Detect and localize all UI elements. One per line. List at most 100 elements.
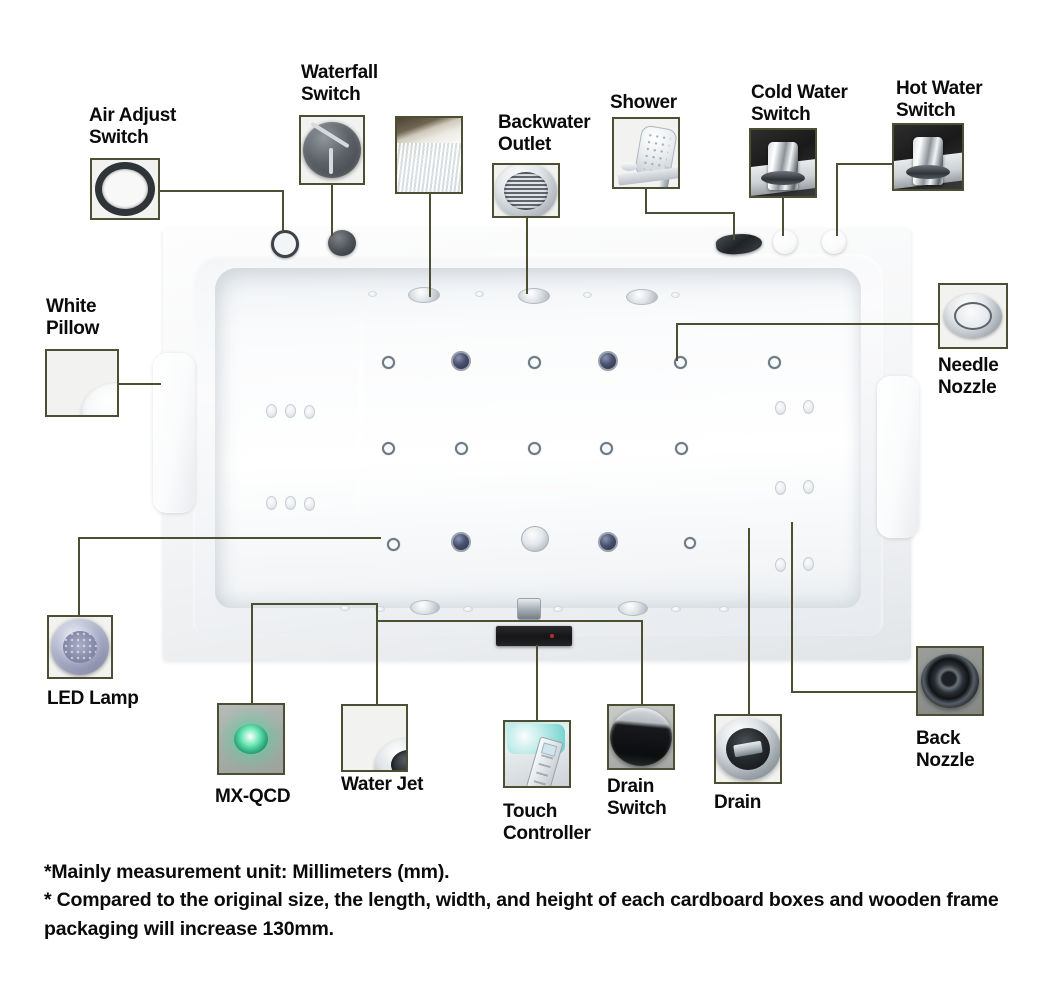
leader-air-adjust — [282, 190, 284, 232]
leader-waterfall-switch — [331, 184, 333, 236]
callout-label-white-pillow: White Pillow — [46, 296, 100, 340]
leader-shower — [733, 212, 735, 240]
leader-hot-water-switch — [836, 163, 838, 236]
callout-label-shower: Shower — [610, 92, 677, 113]
water-jet-nozzle — [598, 532, 618, 552]
leader-needle-nozzle — [676, 323, 938, 325]
callout-label-hot-water-switch: Hot Water Switch — [896, 78, 983, 122]
leader-drain-switch — [641, 620, 643, 704]
mx-qcd-light-icon — [219, 705, 283, 773]
water-jet-nozzle — [451, 532, 471, 552]
callout-thumb-backwater-outlet[interactable] — [492, 163, 560, 218]
air-jet — [803, 557, 814, 571]
leader-water-jet — [376, 603, 378, 704]
callout-label-backwater-outlet: Backwater Outlet — [498, 112, 591, 156]
micro-jet — [583, 292, 592, 298]
callout-thumb-drain[interactable] — [714, 714, 782, 784]
leader-drain-switch — [377, 620, 641, 622]
air-jet — [266, 404, 277, 418]
callout-thumb-waterfall-switch[interactable] — [299, 115, 365, 185]
leader-cold-water-switch — [782, 198, 784, 236]
water-jet-icon — [343, 706, 406, 770]
callout-thumb-shower[interactable] — [612, 117, 680, 189]
air-jet — [775, 401, 786, 415]
top-fitting-2 — [518, 288, 550, 304]
handheld-shower-icon — [614, 119, 678, 187]
needle-nozzle-jet — [382, 442, 395, 455]
drain-switch-icon — [609, 706, 673, 768]
callout-label-air-adjust-switch: Air Adjust Switch — [89, 105, 177, 149]
leader-drain — [748, 528, 750, 714]
air-jet — [803, 400, 814, 414]
note-line-2: * Compared to the original size, the len… — [44, 889, 1004, 940]
air-jet — [304, 497, 315, 511]
leader-shower — [645, 212, 735, 214]
drain-switch-on-tub[interactable] — [517, 598, 541, 620]
needle-nozzle-jet — [387, 538, 400, 551]
drain-icon — [716, 716, 780, 782]
needle-nozzle-jet — [382, 356, 395, 369]
air-jet — [803, 480, 814, 494]
leader-back-nozzle — [791, 691, 917, 693]
hot-water-switch-on-tub[interactable] — [822, 230, 846, 254]
water-jet-nozzle — [451, 351, 471, 371]
bottom-fitting-1 — [410, 600, 440, 615]
needle-nozzle-jet — [528, 356, 541, 369]
leader-air-adjust — [160, 190, 284, 192]
callout-thumb-air-adjust-switch[interactable] — [90, 158, 160, 220]
air-jet — [266, 496, 277, 510]
callout-label-cold-water-switch: Cold Water Switch — [751, 82, 848, 126]
leader-led-lamp — [78, 537, 381, 539]
callout-label-back-nozzle: Back Nozzle — [916, 728, 975, 772]
note-line-1: *Mainly measurement unit: Millimeters (m… — [44, 861, 450, 883]
touch-controller-on-tub[interactable] — [496, 626, 572, 646]
micro-jet — [671, 606, 681, 612]
faucet-knob-icon — [751, 130, 815, 196]
water-jet-nozzle — [598, 351, 618, 371]
air-jet — [304, 405, 315, 419]
callout-thumb-water-jet[interactable] — [341, 704, 408, 772]
callout-label-touch-controller: Touch Controller — [503, 801, 591, 845]
micro-jet — [375, 606, 385, 612]
callout-label-drain: Drain — [714, 792, 762, 813]
needle-nozzle-jet — [675, 442, 688, 455]
leader-hot-water-switch — [836, 163, 892, 165]
micro-jet — [553, 606, 563, 612]
callout-thumb-needle-nozzle[interactable] — [938, 283, 1008, 349]
white-pillow-right — [877, 376, 919, 538]
needle-nozzle-jet — [528, 442, 541, 455]
back-nozzle-icon — [918, 648, 982, 714]
leader-white-pillow — [119, 383, 161, 385]
callout-thumb-white-pillow[interactable] — [45, 349, 119, 417]
backwater-grate-icon — [494, 165, 558, 216]
leader-back-nozzle — [791, 522, 793, 691]
leader-waterfall-stream — [429, 193, 431, 297]
callout-thumb-hot-water-switch[interactable] — [892, 123, 964, 191]
air-jet — [285, 496, 296, 510]
callout-label-mx-qcd: MX-QCD — [215, 786, 291, 807]
waterfall-stream-icon — [397, 118, 461, 192]
needle-nozzle-jet — [600, 442, 613, 455]
needle-nozzle-jet — [684, 537, 696, 549]
callout-thumb-waterfall-stream[interactable] — [395, 116, 463, 194]
callout-thumb-mx-qcd[interactable] — [217, 703, 285, 775]
leader-mx-qcd — [251, 603, 253, 703]
backwater-outlet-on-tub — [408, 287, 440, 303]
callout-thumb-touch-controller[interactable] — [503, 720, 571, 788]
air-jet — [285, 404, 296, 418]
micro-jet — [463, 606, 473, 612]
touch-controller-icon — [505, 722, 569, 786]
callout-label-needle-nozzle: Needle Nozzle — [938, 355, 999, 399]
faucet-knob-icon — [894, 125, 962, 189]
callout-thumb-drain-switch[interactable] — [607, 704, 675, 770]
air-adjust-switch-on-tub[interactable] — [271, 230, 299, 258]
leader-needle-nozzle — [676, 323, 678, 361]
air-adjust-ring-icon — [92, 160, 158, 218]
callout-thumb-led-lamp[interactable] — [47, 615, 113, 679]
cold-water-switch-on-tub[interactable] — [773, 230, 797, 254]
callout-thumb-back-nozzle[interactable] — [916, 646, 984, 716]
waterfall-knob-icon — [301, 117, 363, 183]
callout-thumb-cold-water-switch[interactable] — [749, 128, 817, 198]
tub-basin — [215, 268, 861, 608]
controller-indicator — [550, 634, 554, 638]
